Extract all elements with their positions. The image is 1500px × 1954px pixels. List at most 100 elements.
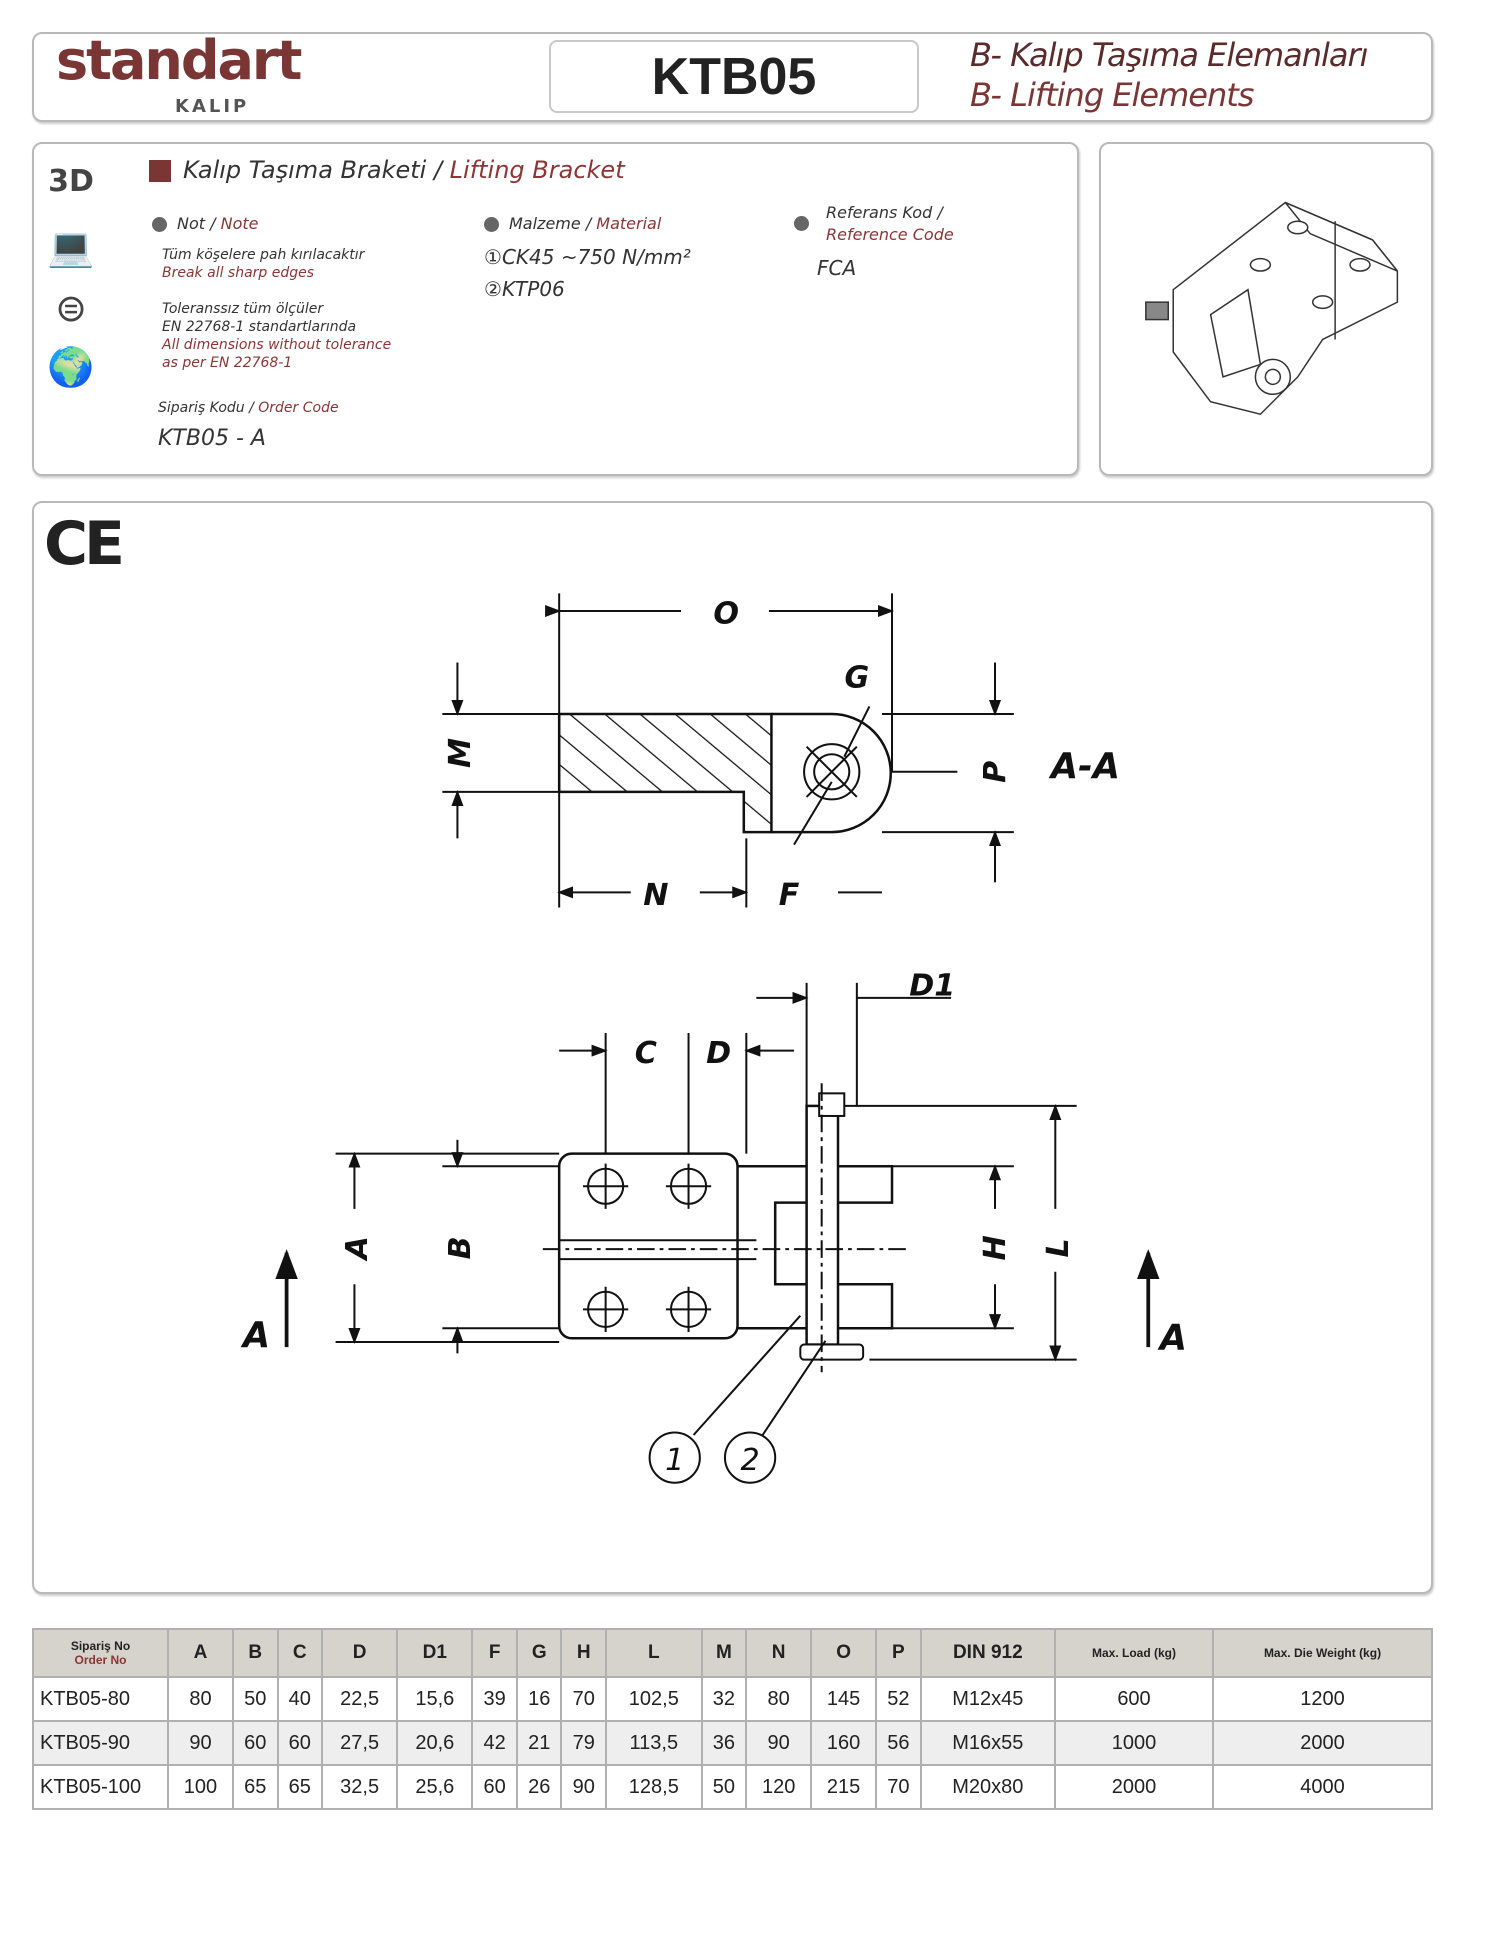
table-cell: 2000 [1212,1720,1433,1766]
table-cell: 21 [515,1720,563,1766]
table-cell: 16 [515,1676,563,1722]
table-cell: 42 [471,1720,518,1766]
table-cell: 32 [700,1676,748,1722]
col-d1: D1 [396,1628,474,1678]
balloon-1: 1 [665,1443,684,1478]
product-code: KTB05 [549,40,919,113]
info-panel: 3D 💻 ⊜ 🌍 Kalıp Taşıma Braketi / Lifting … [32,142,1079,476]
col-max-load: Max. Load (kg) [1054,1628,1214,1678]
section-title-tr: Kalıp Taşıma Braketi [183,156,427,184]
table-cell: 1200 [1212,1676,1433,1722]
col-b: B [231,1628,279,1678]
table-cell: 27,5 [321,1720,399,1766]
table-cell: 65 [231,1764,279,1810]
dim-label-g: G [844,661,869,696]
col-o: O [810,1628,878,1678]
col-max-die-weight: Max. Die Weight (kg) [1212,1628,1433,1678]
title-en: B- Lifting Elements [970,76,1254,114]
dim-label-b: B [443,1236,478,1259]
table-cell: 80 [745,1676,813,1722]
table-cell: 120 [745,1764,813,1810]
section-view-aa [442,593,1014,908]
col-m: M [700,1628,748,1678]
laptop-gear-icon: 💻 [47,227,95,269]
dim-label-h: H [978,1235,1013,1260]
note-label: Not / Note [152,214,258,233]
logo-text: standart [56,29,302,92]
table-cell: 26 [515,1764,563,1810]
table-cell: 36 [700,1720,748,1766]
table-cell: M12x45 [919,1676,1057,1722]
table-cell: 113,5 [605,1720,703,1766]
table-cell: 100 [167,1764,234,1810]
3d-icon: 3D [48,164,94,199]
table-cell: 145 [810,1676,878,1722]
header-bar: standart KALIP KTB05 B- Kalıp Taşıma Ele… [32,30,1433,122]
dim-label-d1: D1 [909,968,955,1003]
table-cell: 39 [471,1676,518,1722]
title-tr: B- Kalıp Taşıma Elemanları [970,36,1369,74]
dim-label-a: A [340,1236,375,1261]
table-cell: 60 [231,1720,279,1766]
section-sep: / [426,156,450,184]
material-2: ②KTP06 [484,277,565,301]
logo-subtext: KALIP [171,96,254,118]
table-cell: 128,5 [605,1764,703,1810]
order-code-label: Sipariş Kodu / Order Code [158,400,339,416]
dim-label-p: P [978,761,1013,783]
table-cell: 50 [231,1676,279,1722]
table-cell: 70 [875,1764,922,1810]
dim-label-m: M [443,738,478,768]
col-g: G [515,1628,563,1678]
table-cell: 70 [560,1676,607,1722]
col-a: A [167,1628,234,1678]
table-cell: 215 [810,1764,878,1810]
dim-label-f: F [779,878,800,913]
section-arrow-label-left: A [240,1315,270,1356]
table-cell: 2000 [1054,1764,1214,1810]
col-n: N [745,1628,813,1678]
section-title: Kalıp Taşıma Braketi / Lifting Bracket [149,156,625,184]
ce-mark: CE [44,509,125,579]
table-cell: 600 [1054,1676,1214,1722]
table-cell: 60 [471,1764,518,1810]
table-cell: 160 [810,1720,878,1766]
company-logo: standart KALIP [56,30,356,120]
table-cell: 40 [276,1676,324,1722]
order-code-value: KTB05 - A [158,426,266,451]
reference-label: Referans Kod /Reference Code [794,202,954,246]
col-h: H [560,1628,607,1678]
col-din912: DIN 912 [919,1628,1057,1678]
table-cell: 1000 [1054,1720,1214,1766]
technical-drawing: O G M P A-A N F D1 C D A B H L A A 1 2 [240,593,1187,1484]
table-cell: 50 [700,1764,748,1810]
table-cell: 56 [875,1720,922,1766]
section-arrow-label-right: A [1157,1318,1187,1359]
mounting-holes [583,1163,712,1332]
table-cell: KTB05-90 [32,1720,169,1766]
section-marker [149,160,171,182]
table-cell: 32,5 [321,1764,399,1810]
reference-value: FCA [817,256,857,280]
table-cell: 79 [560,1720,607,1766]
table-cell: M20x80 [919,1764,1057,1810]
machine-icon: ⊜ [55,288,87,330]
product-3d-illustration [1145,201,1399,416]
top-view [275,982,1160,1484]
table-cell: 90 [745,1720,813,1766]
material-label: Malzeme / Material [484,214,661,233]
col-l: L [605,1628,703,1678]
table-cell: KTB05-100 [32,1764,169,1810]
table-cell: 20,6 [396,1720,474,1766]
dim-label-o: O [713,597,739,632]
table-cell: 90 [560,1764,607,1810]
table-cell: 80 [167,1676,234,1722]
table-cell: 60 [276,1720,324,1766]
product-image-panel [1099,142,1433,476]
table-cell: M16x55 [919,1720,1057,1766]
